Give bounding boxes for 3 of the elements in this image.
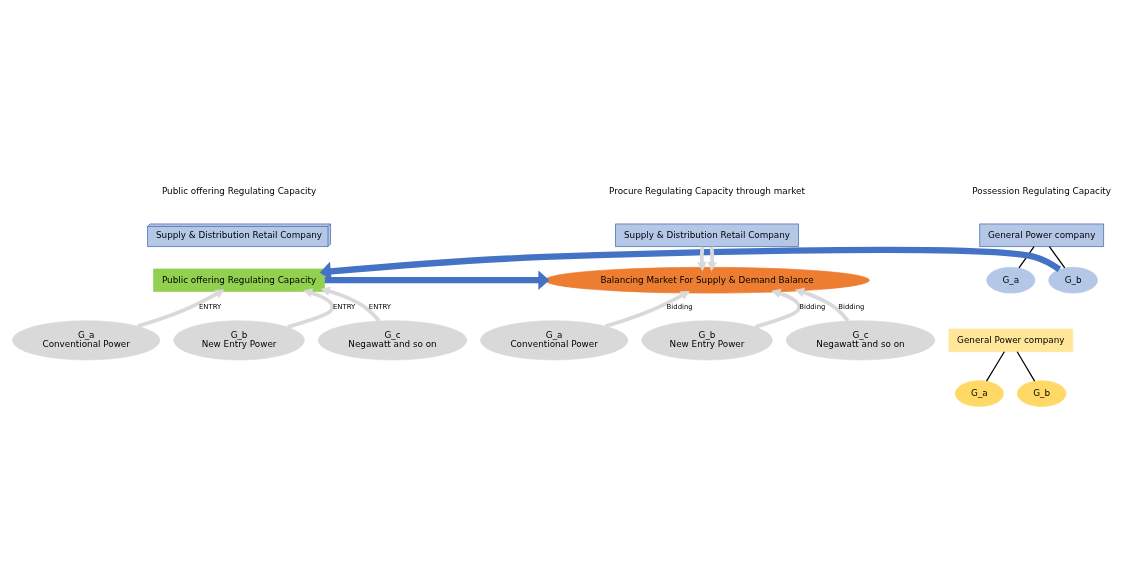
label: Possession Regulating Capacity (972, 186, 1112, 197)
label: Public offering Regulating Capacity (161, 186, 317, 197)
label: Procure Regulating Capacity through market (609, 186, 805, 197)
